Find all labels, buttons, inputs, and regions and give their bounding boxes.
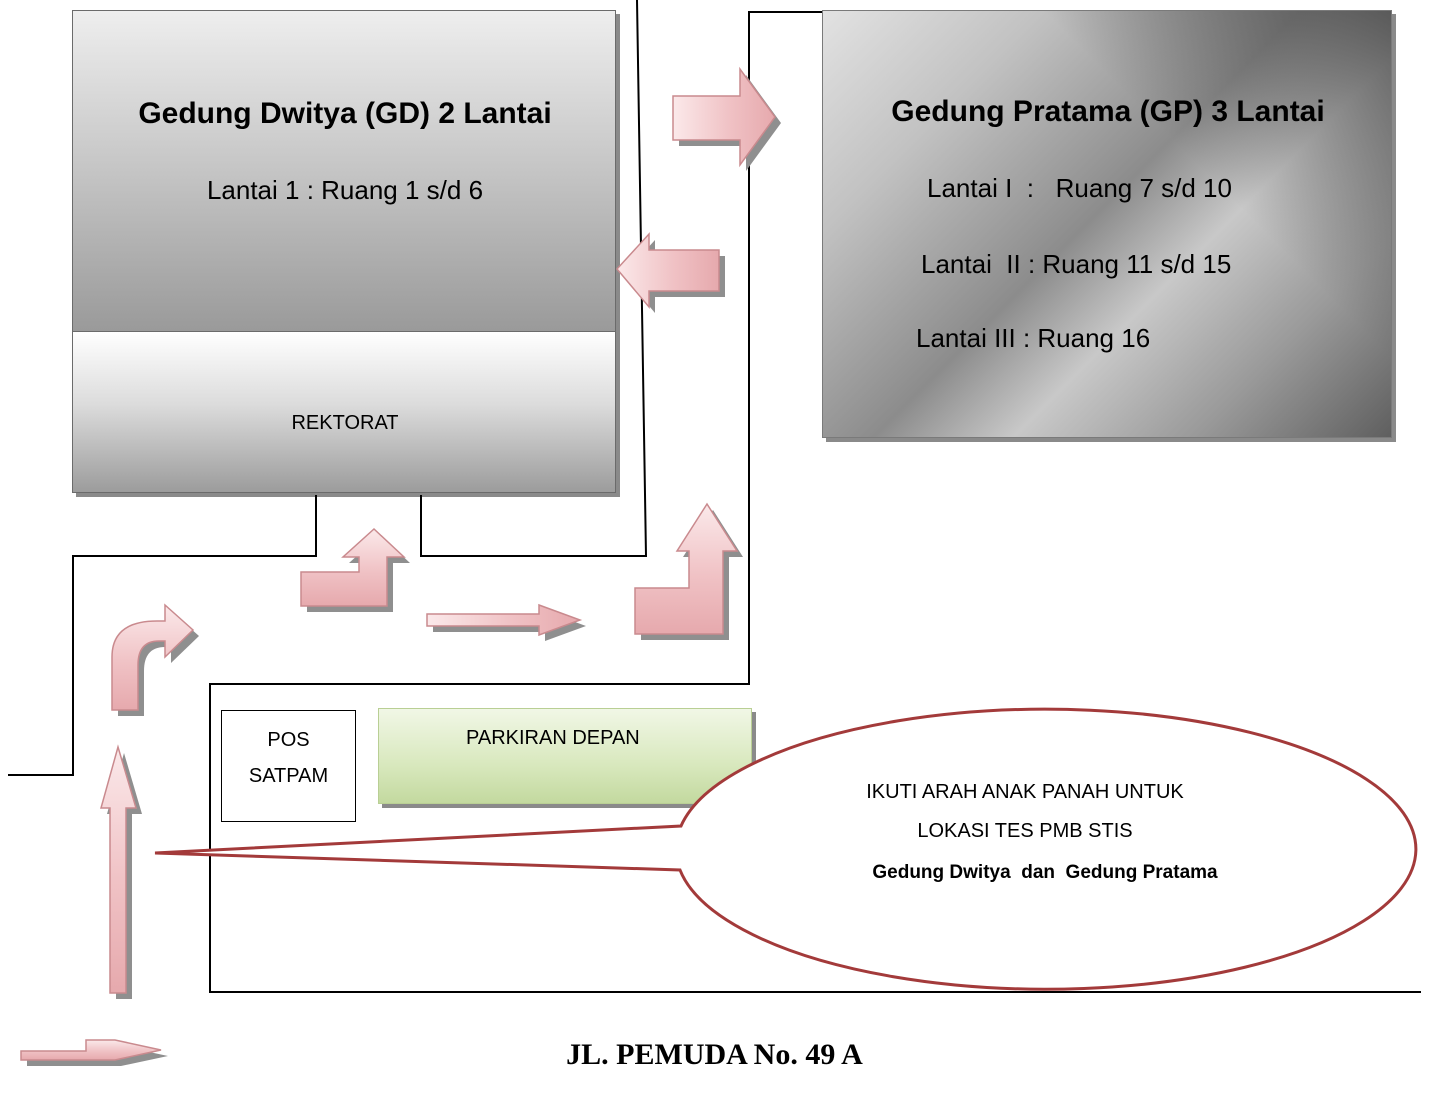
pos-satpam-line-2: SATPAM (248, 765, 329, 787)
gedung-pratama-title: Gedung Pratama (GP) 3 Lantai (891, 95, 1325, 128)
gedung-pratama-floor-1: Lantai I : Ruang 7 s/d 10 (927, 173, 1232, 203)
rektorat-label: REKTORAT (291, 412, 399, 434)
entry-arrow (20, 1039, 168, 1066)
gedung-pratama-floor-3: Lantai III : Ruang 16 (916, 323, 1151, 353)
callout-line-3: Gedung Dwitya dan Gedung Pratama (872, 862, 1218, 883)
horizontal-arrow (426, 603, 586, 641)
curved-arrow (111, 603, 199, 716)
callout-line-1: IKUTI ARAH ANAK PANAH UNTUK (866, 781, 1184, 803)
parkiran-depan-area: PARKIRAN DEPAN (378, 708, 752, 804)
gedung-pratama-floor-2: Lantai II : Ruang 11 s/d 15 (921, 249, 1232, 279)
gedung-dwitya-building: Gedung Dwitya (GD) 2 Lantai Lantai 1 : R… (72, 10, 616, 332)
direction-arrows (20, 66, 781, 1066)
to-dwitya-arrow (616, 232, 725, 313)
rektorat-arrow (300, 527, 410, 612)
pos-satpam-line-1: POS (267, 729, 310, 751)
vertical-arrow (100, 744, 142, 999)
street-name: JL. PEMUDA No. 49 A (566, 1038, 863, 1071)
rektorat-section: REKTORAT (72, 331, 616, 493)
parkiran-depan-label: PARKIRAN DEPAN (466, 727, 640, 749)
callout-bubble (154, 707, 1418, 991)
road-line-center (420, 0, 648, 557)
pratama-up-arrow (634, 502, 743, 640)
pos-satpam-box: POS SATPAM (221, 710, 356, 822)
to-pratama-arrow (672, 66, 781, 171)
callout-shape (154, 707, 1418, 991)
gedung-dwitya-title: Gedung Dwitya (GD) 2 Lantai (138, 97, 552, 130)
gedung-pratama-shade (823, 11, 1391, 437)
gedung-dwitya-floor-1: Lantai 1 : Ruang 1 s/d 6 (206, 175, 484, 205)
road-line-left (8, 495, 317, 776)
callout-line-2: LOKASI TES PMB STIS (917, 820, 1133, 842)
gedung-pratama-building: Gedung Pratama (GP) 3 Lantai Lantai I : … (822, 10, 1392, 438)
road-line-east (209, 11, 1421, 993)
